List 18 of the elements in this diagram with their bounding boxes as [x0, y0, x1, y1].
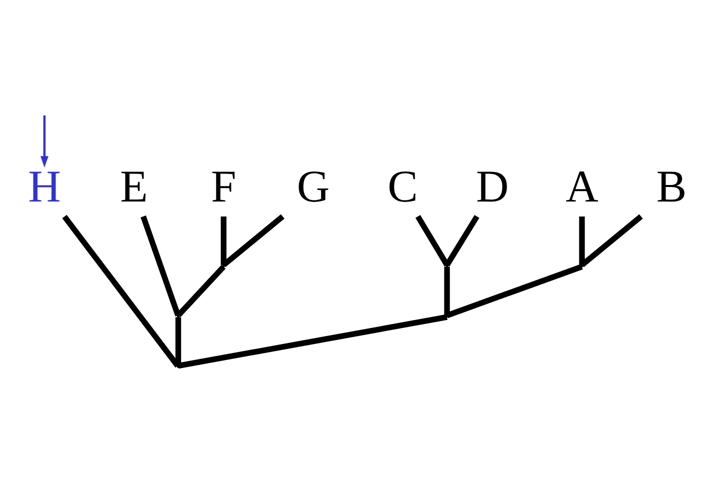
connector — [578, 216, 584, 264]
connector — [220, 216, 226, 264]
connector — [174, 316, 181, 366]
connector — [414, 214, 449, 266]
arrow — [40, 114, 48, 168]
node-text: D — [475, 161, 508, 212]
node-text: G — [296, 161, 330, 212]
connector — [444, 266, 450, 315]
node-text: E — [120, 161, 148, 212]
node-text: B — [656, 161, 686, 212]
node-text: F — [210, 161, 236, 212]
node-text: C — [387, 161, 418, 212]
node-text: A — [565, 161, 598, 212]
node-text: H — [28, 161, 60, 212]
connector — [140, 215, 180, 316]
node-point — [222, 264, 224, 267]
node-point — [445, 264, 448, 267]
connector — [444, 214, 479, 266]
